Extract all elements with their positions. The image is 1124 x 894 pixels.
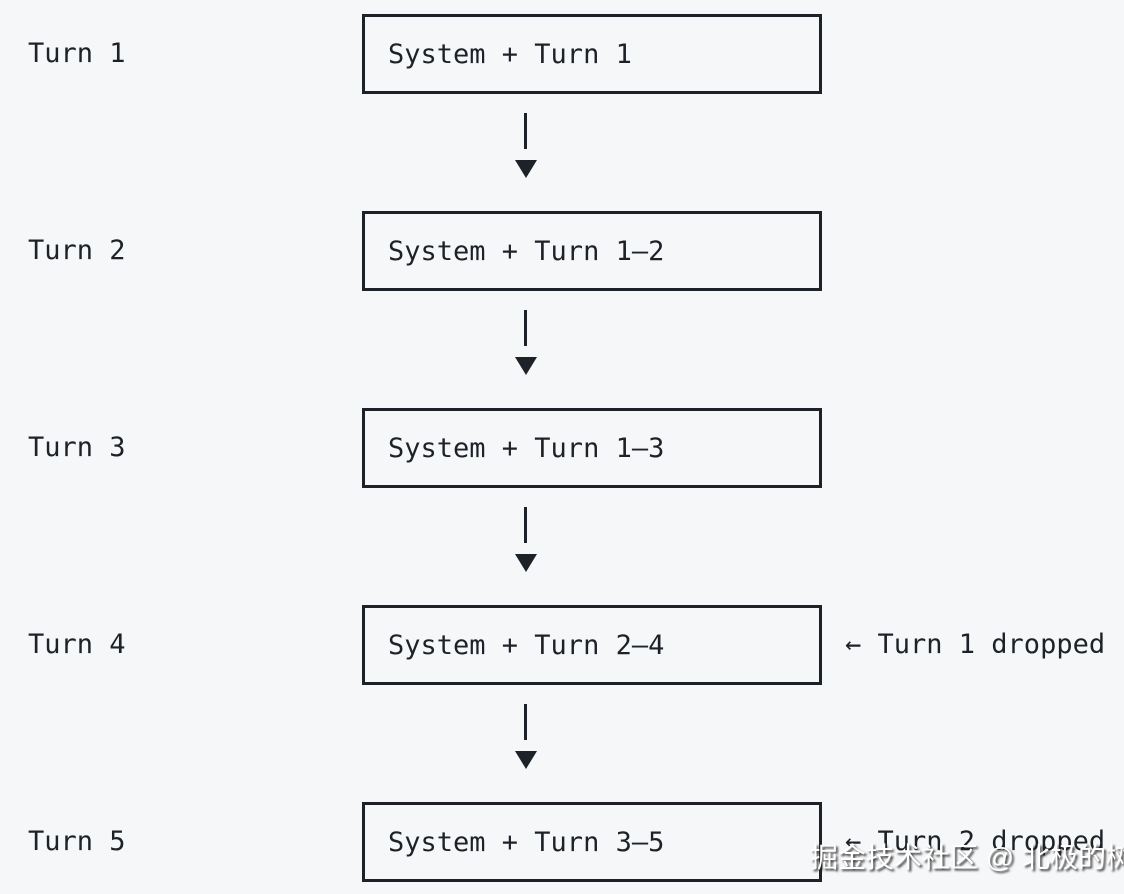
turn-label-1: Turn 1: [28, 38, 126, 69]
arrow-down-icon: [515, 751, 537, 769]
context-box-1: System + Turn 1: [362, 14, 822, 94]
dropped-annotation-turn-1: ← Turn 1 dropped: [845, 629, 1106, 660]
context-box-2: System + Turn 1–2: [362, 211, 822, 291]
turn-label-4: Turn 4: [28, 629, 126, 660]
context-box-5: System + Turn 3–5: [362, 802, 822, 882]
turn-label-2: Turn 2: [28, 235, 126, 266]
arrow-down-icon: [515, 160, 537, 178]
arrow-down-icon: [515, 554, 537, 572]
turn-label-5: Turn 5: [28, 826, 126, 857]
connector-line: [524, 310, 527, 346]
turn-label-3: Turn 3: [28, 432, 126, 463]
connector-line: [524, 704, 527, 740]
watermark: 掘金技术社区 @ 北极的树: [810, 842, 1124, 873]
dropped-annotation-turn-2: ← Turn 2 dropped: [845, 826, 1106, 857]
arrow-down-icon: [515, 357, 537, 375]
connector-line: [524, 113, 527, 149]
connector-line: [524, 507, 527, 543]
context-box-4: System + Turn 2–4: [362, 605, 822, 685]
context-box-3: System + Turn 1–3: [362, 408, 822, 488]
